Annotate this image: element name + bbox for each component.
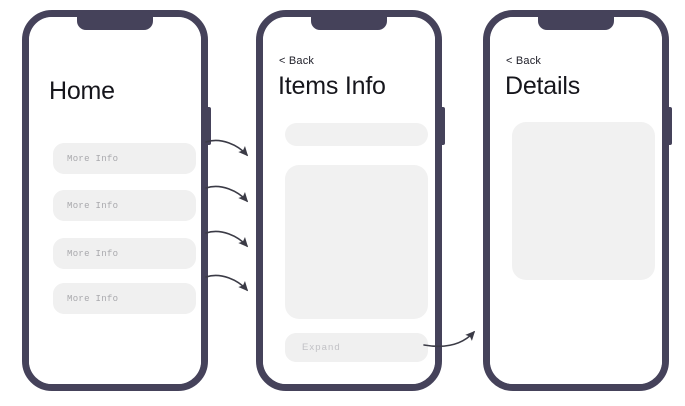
back-button-details[interactable]: < Back — [506, 55, 542, 67]
arrow-home-item-1-to-items-info — [205, 139, 249, 157]
phone-side-button-details — [668, 107, 672, 145]
arrow-home-item-4-to-items-info — [205, 274, 249, 292]
phone-notch-items-info — [311, 16, 387, 30]
screen-details: < Back Details — [490, 17, 662, 384]
placeholder-content-items-info — [285, 165, 428, 319]
placeholder-bar-items-info — [285, 123, 428, 146]
expand-button[interactable]: Expand — [285, 333, 428, 362]
phone-frame-items-info: < Back Items Info Expand — [256, 10, 445, 391]
arrow-home-item-3-to-items-info — [205, 230, 249, 248]
list-item-more-info-1[interactable]: More Info — [53, 143, 196, 174]
list-item-label: More Info — [67, 248, 119, 259]
phone-frame-details: < Back Details — [483, 10, 672, 391]
list-item-label: More Info — [67, 153, 119, 164]
phone-notch-home — [77, 16, 153, 30]
back-button-items-info[interactable]: < Back — [279, 55, 315, 67]
placeholder-content-details — [512, 122, 655, 280]
list-item-label: More Info — [67, 200, 119, 211]
list-item-more-info-2[interactable]: More Info — [53, 190, 196, 221]
screen-items-info: < Back Items Info Expand — [263, 17, 435, 384]
phone-frame-home: Home More Info More Info More Info More … — [22, 10, 211, 391]
page-title-details: Details — [505, 72, 581, 100]
screen-home: Home More Info More Info More Info More … — [29, 17, 201, 384]
arrow-home-item-2-to-items-info — [205, 185, 249, 203]
phone-notch-details — [538, 16, 614, 30]
phone-side-button-home — [207, 107, 211, 145]
list-item-more-info-3[interactable]: More Info — [53, 238, 196, 269]
page-title-home: Home — [49, 77, 115, 105]
phone-side-button-items-info — [441, 107, 445, 145]
expand-button-label: Expand — [302, 342, 341, 353]
list-item-more-info-4[interactable]: More Info — [53, 283, 196, 314]
list-item-label: More Info — [67, 293, 119, 304]
page-title-items-info: Items Info — [278, 72, 386, 100]
